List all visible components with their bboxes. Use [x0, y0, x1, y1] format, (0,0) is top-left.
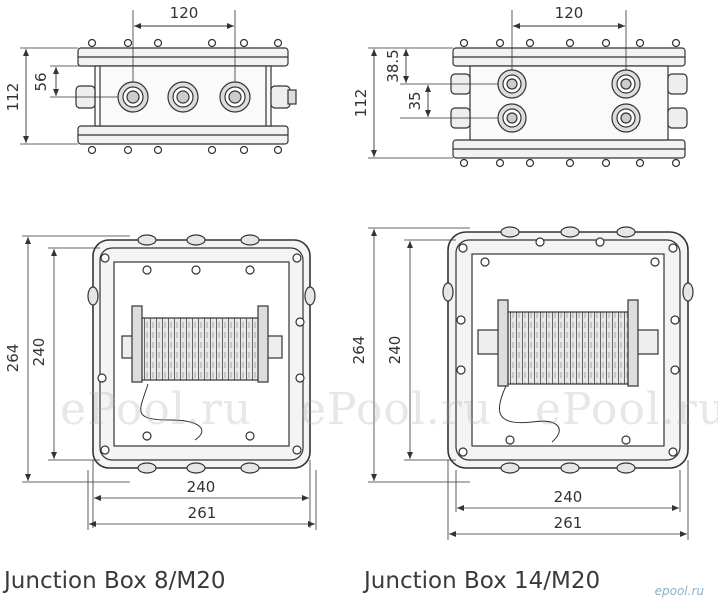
left-front-dims — [22, 235, 317, 530]
right-front-height-inner: 240 — [386, 336, 404, 365]
right-top-height-dim: 112 — [352, 89, 370, 118]
left-top-height-dim: 112 — [4, 83, 22, 112]
right-front-dims — [368, 227, 689, 540]
right-front-view — [442, 226, 694, 474]
watermark-center: ePool.ru — [300, 384, 493, 435]
left-top-view — [20, 10, 297, 155]
left-top-glands — [117, 81, 251, 113]
left-front-width-outer: 261 — [188, 504, 217, 522]
left-front-view — [87, 234, 316, 474]
right-top-width-dim: 120 — [555, 4, 584, 22]
left-top-width-dim: 120 — [170, 4, 199, 22]
right-front-height-outer: 264 — [350, 336, 368, 365]
left-front-width-inner: 240 — [187, 478, 216, 496]
site-logo: epool.ru — [654, 584, 704, 598]
watermark-right: ePool.ru — [535, 384, 718, 435]
caption-left: Junction Box 8/M20 — [4, 568, 226, 594]
watermark-left: ePool.ru — [60, 384, 253, 435]
right-top-dim-a: 38.5 — [384, 49, 402, 82]
left-front-height-inner: 240 — [30, 338, 48, 367]
left-top-inner-dim: 56 — [32, 72, 50, 91]
right-top-dim-b: 35 — [406, 91, 424, 110]
caption-right: Junction Box 14/M20 — [364, 568, 601, 594]
left-front-height-outer: 264 — [4, 344, 22, 373]
right-top-glands — [497, 69, 641, 133]
right-front-width-outer: 261 — [554, 514, 583, 532]
right-top-view — [368, 10, 688, 168]
right-front-width-inner: 240 — [554, 488, 583, 506]
